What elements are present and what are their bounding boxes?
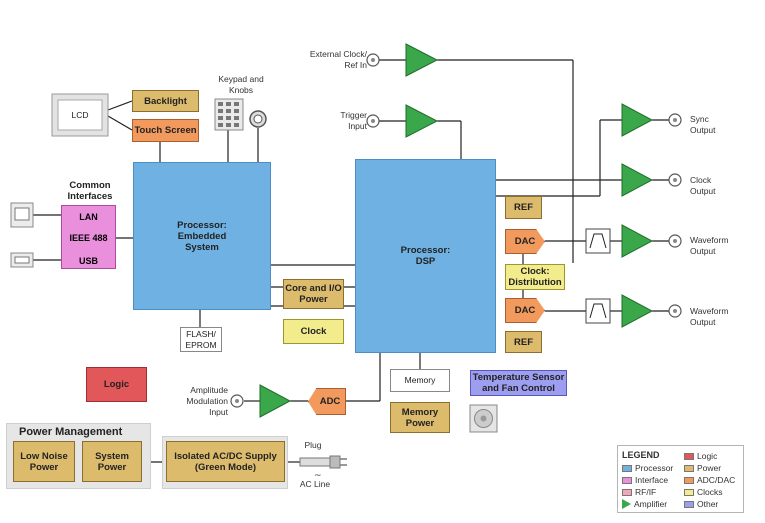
legend-item-label: Processor bbox=[635, 463, 674, 473]
legend-swatch bbox=[684, 452, 694, 460]
legend-item: Power bbox=[684, 463, 721, 473]
sync-output-label: Sync Output bbox=[690, 114, 716, 135]
legend-swatch bbox=[684, 464, 694, 472]
legend-swatch bbox=[622, 464, 632, 472]
keypad-knobs-label: Keypad and Knobs bbox=[218, 74, 264, 95]
ac-line-label: AC Line bbox=[299, 479, 331, 489]
plug-label: Plug bbox=[304, 440, 322, 450]
legend-swatch bbox=[622, 488, 632, 496]
clock-left-block: Clock bbox=[283, 319, 344, 344]
common-interfaces-label: Common Interfaces bbox=[67, 180, 113, 202]
ref-top-block: REF bbox=[505, 196, 542, 219]
lcd-label: LCD bbox=[71, 109, 89, 120]
embedded-processor-block: Processor: Embedded System bbox=[133, 162, 271, 310]
am-input-label: Amplitude Modulation Input bbox=[186, 385, 228, 417]
legend-item: Interface bbox=[622, 475, 668, 485]
clock-output-label: Clock Output bbox=[690, 175, 716, 196]
adc-block: ADC bbox=[308, 388, 346, 415]
legend-item-label: Interface bbox=[635, 475, 669, 485]
dac-bottom-block: DAC bbox=[505, 298, 545, 323]
logic-block: Logic bbox=[86, 367, 147, 402]
touch-screen-block: Touch Screen bbox=[132, 119, 199, 142]
external-clock-label: External Clock/ Ref In bbox=[309, 49, 367, 70]
flash-eprom-block: FLASH/ EPROM bbox=[180, 327, 222, 352]
legend-item-label: Clocks bbox=[697, 487, 723, 497]
legend-item: RF/IF bbox=[622, 487, 656, 497]
memory-block: Memory bbox=[390, 369, 450, 392]
legend-swatch bbox=[684, 488, 694, 496]
legend-swatch bbox=[684, 500, 694, 508]
backlight-block: Backlight bbox=[132, 90, 199, 112]
legend-item-label: RF/IF bbox=[635, 487, 657, 497]
isolated-supply-block: Isolated AC/DC Supply (Green Mode) bbox=[166, 441, 285, 482]
waveform-output-1-label: Waveform Output bbox=[690, 235, 729, 256]
legend-item: Clocks bbox=[684, 487, 723, 497]
temp-sensor-block: Temperature Sensor and Fan Control bbox=[470, 370, 567, 396]
usb-label: USB bbox=[78, 256, 98, 266]
legend-item: Logic bbox=[684, 451, 717, 461]
legend-item: ADC/DAC bbox=[684, 475, 735, 485]
legend-item: Amplifier bbox=[622, 499, 667, 509]
svg-text:~: ~ bbox=[314, 471, 322, 481]
legend-swatch bbox=[622, 476, 632, 484]
clock-distribution-block: Clock: Distribution bbox=[505, 264, 565, 290]
legend-item-label: ADC/DAC bbox=[697, 475, 736, 485]
legend-item-label: Amplifier bbox=[634, 499, 668, 509]
dsp-processor-block: Processor: DSP bbox=[355, 159, 496, 353]
ieee488-label: IEEE 488 bbox=[69, 233, 108, 243]
legend-item-label: Power bbox=[697, 463, 722, 473]
dac-top-block: DAC bbox=[505, 229, 545, 254]
legend-swatch bbox=[684, 476, 694, 484]
system-power-block: System Power bbox=[82, 441, 142, 482]
legend: LEGEND Processor Interface RF/IF Amplifi… bbox=[617, 445, 744, 513]
core-io-power-block: Core and I/O Power bbox=[283, 279, 344, 309]
waveform-output-2-label: Waveform Output bbox=[690, 306, 729, 327]
ref-bottom-block: REF bbox=[505, 331, 542, 353]
trigger-input-label: Trigger Input bbox=[340, 110, 367, 131]
legend-item: Processor bbox=[622, 463, 673, 473]
legend-title: LEGEND bbox=[622, 450, 660, 460]
legend-item-label: Logic bbox=[697, 451, 718, 461]
lan-label: LAN bbox=[79, 212, 98, 222]
amplifier-icon bbox=[622, 499, 631, 509]
low-noise-power-block: Low Noise Power bbox=[13, 441, 75, 482]
memory-power-block: Memory Power bbox=[390, 402, 450, 433]
legend-item: Other bbox=[684, 499, 718, 509]
power-management-title: Power Management bbox=[19, 426, 123, 438]
interface-block: LAN IEEE 488 USB bbox=[61, 205, 116, 269]
legend-item-label: Other bbox=[697, 499, 719, 509]
